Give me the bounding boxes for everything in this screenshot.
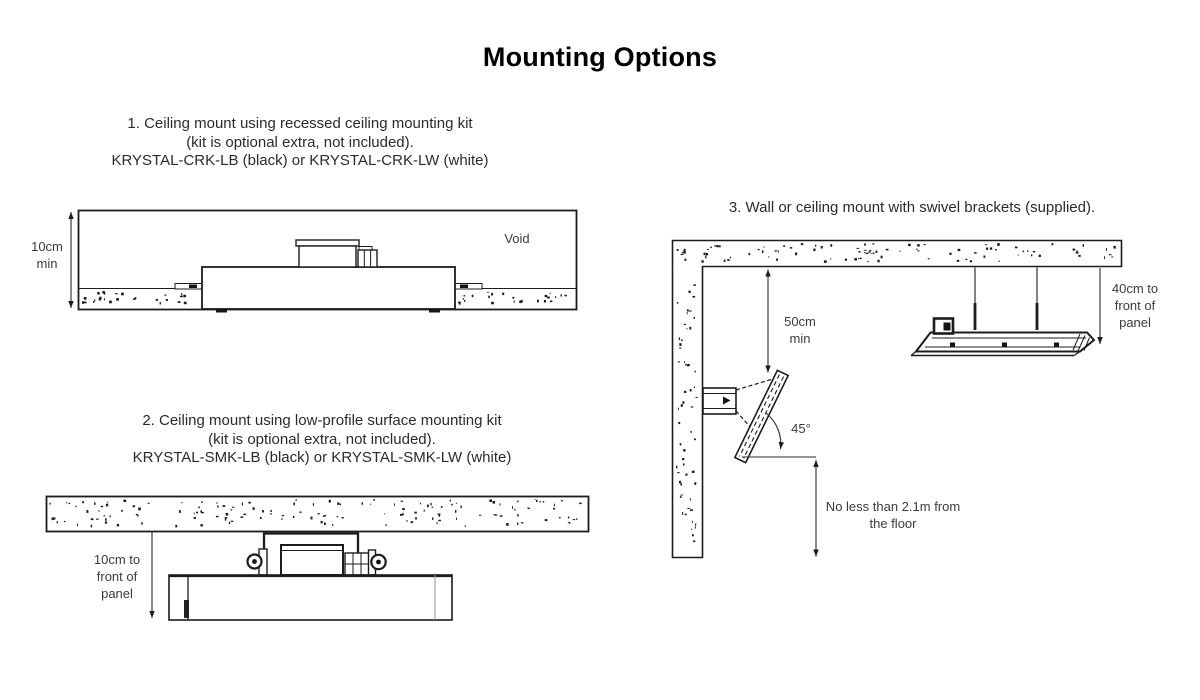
option2-caption-line1: 2. Ceiling mount using low-profile surfa… xyxy=(142,412,502,429)
junction-box-lid xyxy=(295,239,360,247)
swivel-bracket xyxy=(702,387,737,415)
swivel-arm-dashed xyxy=(735,378,772,391)
panel-hatch xyxy=(738,374,780,457)
diagram-swivel-mount xyxy=(671,239,1123,559)
label-line: No less than 2.1m from xyxy=(825,499,961,514)
label-floor-clearance: No less than 2.1m from the floor xyxy=(826,498,960,532)
junction-box xyxy=(298,245,357,268)
option2-caption-line2: (kit is optional extra, not included). xyxy=(208,430,436,448)
label-10cm-front: 10cm to front of panel xyxy=(94,551,140,602)
option3-caption-line1: 3. Wall or ceiling mount with swivel bra… xyxy=(728,199,1096,216)
option2-caption-line3: KRYSTAL-SMK-LB (black) or KRYSTAL-SMK-LW… xyxy=(132,449,512,466)
panel-fixing xyxy=(950,342,955,347)
label-line: min xyxy=(36,256,58,271)
tilted-heater-panel xyxy=(733,369,790,464)
label-void: Void xyxy=(504,230,529,247)
label-40cm-front: 40cm to front of panel xyxy=(1112,280,1158,331)
junction-box-detail xyxy=(943,322,951,331)
option1-caption-line1: 1. Ceiling mount using recessed ceiling … xyxy=(127,115,473,132)
label-45deg: 45° xyxy=(791,420,811,437)
heater-panel-body xyxy=(168,574,453,621)
diagram-surface-mount xyxy=(45,495,590,621)
angle-arc-45deg xyxy=(765,412,785,450)
hanging-panel-body xyxy=(913,331,1096,353)
label-line: 40cm to xyxy=(1111,281,1159,296)
panel-foot xyxy=(429,309,440,313)
panel-end-hatch xyxy=(1072,333,1081,351)
option2-caption: 2. Ceiling mount using low-profile surfa… xyxy=(133,412,512,468)
heater-panel-body xyxy=(201,266,456,310)
panel-end-detail xyxy=(184,600,189,618)
right-bracket-screw xyxy=(460,284,468,288)
panel-hatch xyxy=(743,376,785,459)
label-line: panel xyxy=(101,586,133,601)
junction-box xyxy=(280,544,344,576)
option1-caption-line2: (kit is optional extra, not included). xyxy=(186,133,414,151)
label-line: panel xyxy=(1119,315,1151,330)
ceiling-stipple-right xyxy=(458,291,567,305)
label-line: 10cm xyxy=(31,239,63,254)
left-bolt-center xyxy=(252,559,257,564)
right-bolt-center xyxy=(376,559,381,565)
label-line: 50cm xyxy=(784,314,816,329)
ceiling-slab xyxy=(45,495,590,533)
option1-caption: 1. Ceiling mount using recessed ceiling … xyxy=(111,115,488,171)
label-line: front of xyxy=(96,569,138,584)
label-line: Void xyxy=(504,231,530,246)
panel-fixing xyxy=(1002,342,1007,347)
panel-foot xyxy=(216,309,227,313)
wall-stipple xyxy=(676,284,698,543)
panel-lip-end xyxy=(1073,351,1081,356)
panel-end-hatch xyxy=(1083,337,1090,351)
label-50cm-min: 50cm min xyxy=(784,313,816,347)
pivot-arrow xyxy=(723,396,731,405)
label-line: front of xyxy=(1114,298,1156,313)
connector-block xyxy=(357,249,378,268)
diagram-recessed-mount xyxy=(68,209,578,313)
ceiling-stipple-left xyxy=(82,291,187,305)
ceiling-slab-stipple xyxy=(49,499,582,528)
option3-caption: 3. Wall or ceiling mount with swivel bra… xyxy=(729,199,1095,218)
left-bracket-screw xyxy=(189,284,197,288)
ceiling-stipple xyxy=(676,243,1116,263)
label-line: 45° xyxy=(791,421,811,436)
option1-caption-line3: KRYSTAL-CRK-LB (black) or KRYSTAL-CRK-LW… xyxy=(111,152,489,169)
label-line: 10cm to xyxy=(93,552,141,567)
label-10cm-min: 10cm min xyxy=(31,238,63,272)
label-line: the floor xyxy=(869,516,917,531)
panel-lip-end xyxy=(910,351,917,356)
panel-fixing xyxy=(1054,342,1059,347)
label-line: min xyxy=(789,331,811,346)
page-title: Mounting Options xyxy=(482,42,718,72)
wall-and-ceiling-section xyxy=(671,239,1123,559)
panel-end-hatch xyxy=(1077,335,1086,352)
